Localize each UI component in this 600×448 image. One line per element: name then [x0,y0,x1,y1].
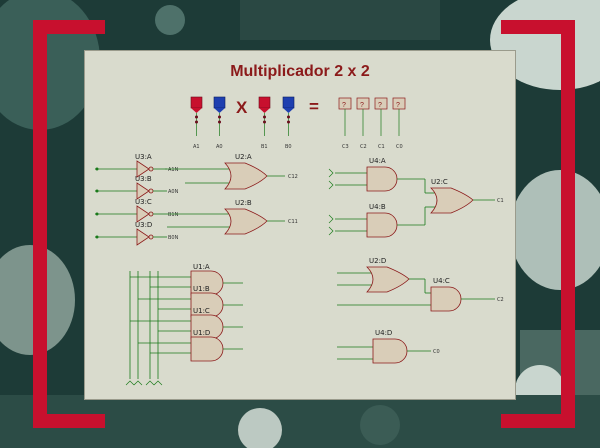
bracket-right [561,20,575,428]
output-label-c0: C0 [396,144,403,150]
svg-text:?: ? [342,102,346,109]
and-gate-u4d: U4:D C0 [337,329,440,364]
times-symbol: X [236,98,248,117]
inverter-block: U3:A A1N U3:B A0N U3:C B1N U3 [95,153,179,246]
or-gate-u2d: U2:D [337,257,431,294]
input-label-a1: A1 [193,144,200,150]
ref-u4c: U4:C [433,277,450,285]
page-title: Multiplicador 2 x 2 [230,63,370,80]
and-gate-u4a: U4:A [335,157,425,192]
input-probe-b0[interactable]: B0 [282,96,295,150]
bracket-bottom-right [501,414,575,428]
schematic-diagram: A1 A0 X B1 [95,96,504,386]
output-probe-c1: ? C1 [374,97,388,150]
output-probe-c0: ? C0 [392,97,406,150]
ref-u2c: U2:C [431,178,448,186]
input-label-b0: B0 [285,144,292,150]
output-label-c3: C3 [342,144,349,150]
output-probe-c3: ? C3 [338,97,352,150]
input-label-a0: A0 [216,144,223,150]
ref-u1b: U1:B [193,285,210,293]
net-b0n: B0N [168,235,179,241]
ref-u3a: U3:A [135,153,152,161]
net-c1: C1 [497,198,504,204]
and-gate-u4b: U4:B [335,203,425,238]
ref-u2a: U2:A [235,153,252,161]
and-gate-u1a: U1:A [130,263,243,296]
not-gate-u3a: U3:A A1N [95,153,179,178]
ref-u3c: U3:C [135,198,152,206]
ref-u2d: U2:D [369,257,386,265]
ref-u4b: U4:B [369,203,386,211]
output-label-c2: C2 [360,144,367,150]
equation-row: A1 A0 X B1 [190,96,406,150]
ref-u1d: U1:D [193,329,210,337]
bracket-top-left [33,20,105,34]
or-gate-u2c: U2:C C1 [424,178,504,225]
ref-u4a: U4:A [369,157,386,165]
and-gate-u1d: U1:D [138,329,243,362]
ref-u3b: U3:B [135,175,152,183]
u1-input-probes [125,380,163,386]
net-c0: C0 [433,349,440,355]
net-c12: C12 [288,174,298,180]
and-bank-u1: U1:A U1:B U1:C U1:D [125,263,243,386]
net-a0n: A0N [168,189,179,195]
schematic-panel: Multiplicador 2 x 2 A1 A0 X [84,50,516,400]
net-c2: C2 [497,297,504,303]
u4-input-probes [328,168,334,236]
input-label-b1: B1 [261,144,268,150]
input-probe-a0[interactable]: A0 [213,96,226,150]
not-gate-u3d: U3:D B0N [95,221,179,246]
net-b1n: B1N [168,212,179,218]
equals-symbol: = [309,97,319,116]
bracket-top-right [501,20,575,34]
not-gate-u3c: U3:C B1N [95,198,179,223]
ref-u2b: U2:B [235,199,252,207]
svg-text:?: ? [378,102,382,109]
input-probe-a1[interactable]: A1 [190,96,203,150]
output-label-c1: C1 [378,144,385,150]
ref-u4d: U4:D [375,329,392,337]
and-gate-u1c: U1:C [130,307,243,340]
bracket-left [33,20,47,428]
input-probe-b1[interactable]: B1 [258,96,271,150]
net-a1n: A1N [168,167,179,173]
and-gate-u4c: U4:C C2 [337,277,504,312]
or-gate-u2a: U2:A C12 [165,153,298,190]
ref-u1a: U1:A [193,263,210,271]
not-gate-u3b: U3:B A0N [95,175,179,200]
net-c11: C11 [288,219,298,225]
ref-u3d: U3:D [135,221,152,229]
ref-u1c: U1:C [193,307,210,315]
bracket-bottom-left [33,414,105,428]
svg-text:?: ? [360,102,364,109]
and-gate-u1b: U1:B [138,285,243,318]
or-gate-u2b: U2:B C11 [167,199,298,235]
output-probe-c2: ? C2 [356,97,370,150]
svg-text:?: ? [396,102,400,109]
